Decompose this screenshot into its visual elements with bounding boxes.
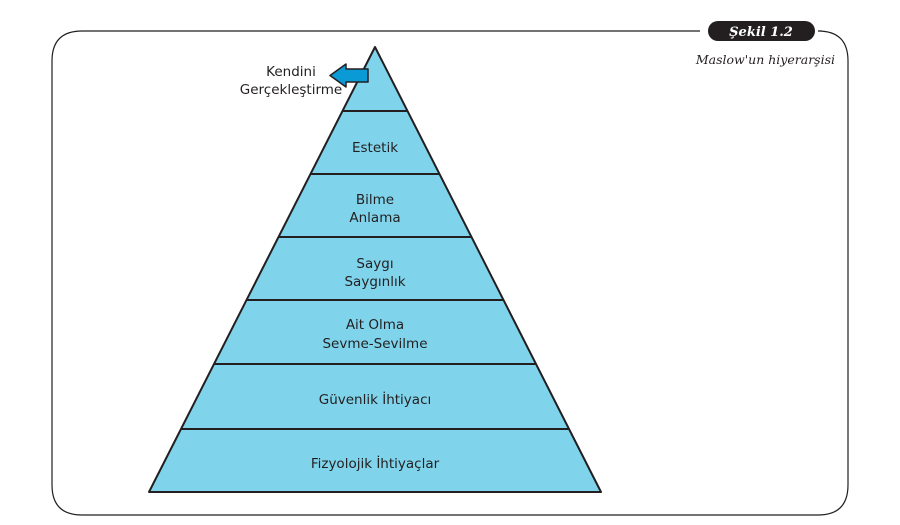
figure-badge-text: Şekil 1.2 [729,25,793,40]
level-anlama: Anlama [349,210,400,226]
figure-caption: Maslow'un hiyerarşisi [695,52,835,67]
level-saygi: Saygı [356,256,393,272]
arrow-left-icon [329,63,369,88]
level-guvenlik: Güvenlik İhtiyacı [319,390,432,408]
top-label-line1: Kendini [266,64,316,80]
level-fizyolojik: Fizyolojik İhtiyaçlar [311,454,440,472]
figure-frame [51,30,849,516]
pyramid [148,46,602,493]
level-sayginlik: Saygınlık [344,274,405,290]
level-sevme-sevilme: Sevme-Sevilme [322,336,427,352]
top-label-line2: Gerçekleştirme [240,82,342,98]
level-bilme: Bilme [356,192,394,208]
layer-dividers [181,110,569,430]
level-ait-olma: Ait Olma [346,317,404,333]
level-estetik: Estetik [352,140,398,156]
figure-badge [708,21,815,41]
